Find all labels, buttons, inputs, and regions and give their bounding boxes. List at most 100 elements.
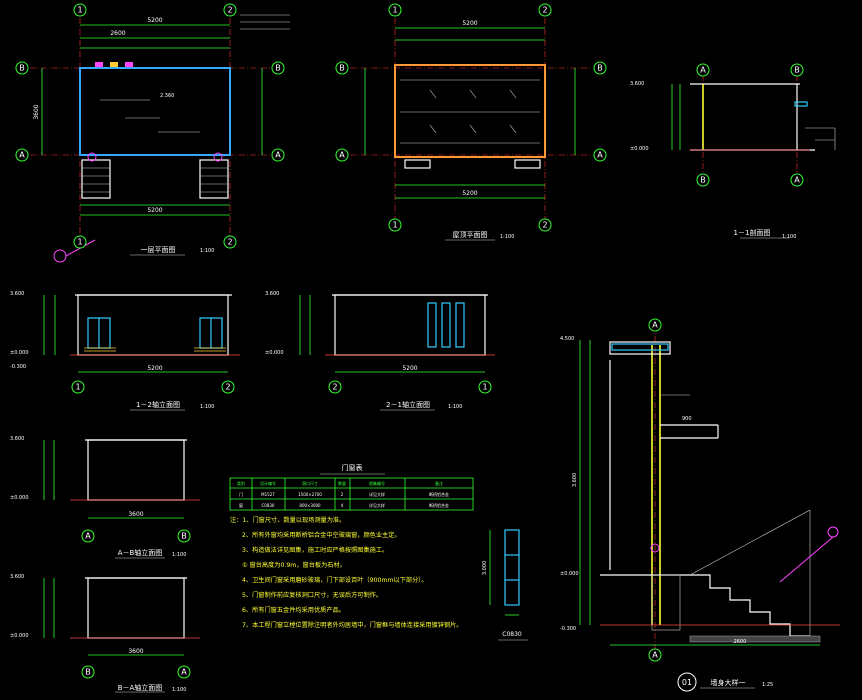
elev21-h-0: ±0.000 [265, 350, 284, 356]
table-r1c4: 详见大样 [369, 502, 385, 508]
table-h0: 类别 [237, 480, 245, 486]
elev21-axis-2: 2 [332, 383, 337, 392]
elev21-h-top: 3.600 [265, 291, 279, 297]
axis-bubble-1-bottom: 1 [77, 238, 82, 247]
detail-axis-bottom: A [652, 651, 658, 660]
roof-dim-bottom: 5200 [462, 190, 477, 197]
elev21-dim: 5200 [402, 365, 417, 372]
plan-dim-bottom: 5200 [147, 207, 162, 214]
section-1-1: 3.600 ±0.000 1－1剖面图 1:100 A B B A [630, 63, 836, 240]
note-7: 7、本工程门窗立樘位置除注明者外均居墙中，门窗框与墙体连接采用镀锌钢片。 [242, 621, 463, 629]
table-r0c2: 1500×2700 [298, 492, 322, 497]
window-c0830-elevation: 3.000 C0830 [482, 529, 528, 641]
roof-axis-1-bottom: 1 [392, 221, 397, 230]
note-2: 3、构造做法详见图集，施工时应严格按照图集施工。 [242, 546, 388, 554]
roof-plan: 5200 5200 屋顶平面图 1:100 1 2 1 2 B A B A [335, 3, 607, 241]
elevation-a-b: 3.600 ±0.000 3600 A－B轴立面图 1:100 A B [10, 436, 200, 559]
roof-axis-1: 1 [392, 6, 397, 15]
roof-dim-top: 5200 [462, 20, 477, 27]
section-1-1-title: 1－1剖面图 [734, 228, 771, 237]
detail-title: 墙身大样一 [711, 678, 746, 687]
general-notes: 注：1、门窗尺寸、数量以现场测量为准。 2、所有外窗均采用断桥铝合金中空玻璃窗，… [230, 516, 463, 629]
elevation-a-b-scale: 1:100 [172, 552, 186, 558]
axis-bubble-1: 1 [77, 6, 82, 15]
note-3: ① 窗台高度为0.9m，窗台板为石材。 [242, 561, 346, 569]
roof-axis-a-right: A [597, 151, 603, 160]
table-r1c2: 800×3000 [299, 503, 321, 508]
section-1-1-scale: 1:100 [782, 234, 796, 240]
wall-detail: 3.600 4.500 ±0.000 -0.300 2600 900 A A 0… [560, 318, 840, 692]
elev12-h-neg: -0.300 [10, 364, 26, 370]
table-h3: 数量 [338, 480, 346, 486]
detail-dim-height: 3.600 [572, 473, 578, 487]
note-4: 4、卫生间门窗采用磨砂玻璃，门下部设百叶（900mm以下部分）。 [242, 576, 428, 584]
elevab-axis-b: B [181, 532, 187, 541]
elevation-2-1-scale: 1:100 [448, 404, 462, 410]
table-r0c1: M1527 [261, 492, 275, 497]
elevab-dim: 3600 [128, 511, 143, 518]
elevation-1-2-scale: 1:100 [200, 404, 214, 410]
table-r0c3: 2 [341, 492, 344, 497]
roof-plan-scale: 1:100 [500, 234, 514, 240]
first-floor-plan: 5200 2600 3600 2.360 [15, 3, 290, 263]
elevation-b-a-scale: 1:100 [172, 687, 186, 693]
plan-dim-overall: 5200 [147, 17, 162, 24]
detail-dim-canopy: 900 [682, 416, 692, 422]
detail-elev-neg: -0.300 [560, 626, 576, 632]
plan-dim-side: 3600 [33, 104, 40, 119]
c0830-dim: 3.000 [482, 561, 488, 575]
door-table-title: 门窗表 [342, 463, 363, 472]
sec11-axis-a-bottom: A [794, 176, 800, 185]
roof-axis-2: 2 [542, 6, 547, 15]
roof-plan-title: 屋顶平面图 [453, 231, 488, 239]
table-h4: 图集编号 [369, 480, 385, 486]
elevation-a-b-title: A－B轴立面图 [118, 548, 163, 557]
sec11-elev-top: 3.600 [630, 81, 644, 87]
elevba-h-top: 3.600 [10, 574, 24, 580]
note-0: 注：1、门窗尺寸、数量以现场测量为准。 [230, 516, 345, 524]
detail-elev-0: ±0.000 [560, 571, 579, 577]
elevba-axis-a: A [181, 668, 187, 677]
axis-bubble-a-right: A [275, 151, 281, 160]
elevab-axis-a: A [85, 532, 91, 541]
roof-axis-2-bottom: 2 [542, 221, 547, 230]
table-h1: 设计编号 [260, 480, 276, 486]
plan-1f-title: 一层平面图 [141, 246, 176, 254]
elevba-h-0: ±0.000 [10, 633, 29, 639]
axis-bubble-2: 2 [227, 6, 232, 15]
roof-axis-a: A [339, 151, 345, 160]
elev21-axis-1: 1 [482, 383, 487, 392]
svg-text:2.360: 2.360 [160, 93, 174, 99]
elevba-axis-b: B [85, 668, 91, 677]
elev12-h-top: 3.600 [10, 291, 24, 297]
detail-elev-top: 4.500 [560, 336, 574, 342]
axis-bubble-2-bottom: 2 [227, 238, 232, 247]
table-r0c5: 断桥铝合金 [429, 491, 449, 497]
sec11-axis-a: A [700, 66, 706, 75]
axis-bubble-a: A [19, 151, 25, 160]
elevation-b-a-title: B－A轴立面图 [118, 683, 163, 692]
door-window-table: 门窗表 类别 设计编号 洞口尺寸 数量 图集编号 备注 门 M1527 1500… [229, 463, 474, 511]
table-r1c5: 断桥铝合金 [429, 502, 449, 508]
table-h5: 备注 [435, 480, 443, 486]
roof-axis-b: B [339, 64, 345, 73]
detail-dim-bottom: 2600 [734, 639, 747, 645]
table-h2: 洞口尺寸 [302, 480, 318, 486]
window-c0830-label: C0830 [502, 631, 522, 638]
note-1: 2、所有外窗均采用断桥铝合金中空玻璃窗，颜色业主定。 [242, 531, 401, 539]
note-5: 5、门窗制作前应复核洞口尺寸，无误后方可制作。 [242, 591, 382, 599]
roof-axis-b-right: B [597, 64, 603, 73]
table-r0c0: 门 [239, 491, 243, 497]
table-r1c0: 窗 [239, 502, 243, 508]
elevab-h-top: 3.600 [10, 436, 24, 442]
sec11-axis-b: B [794, 66, 800, 75]
note-6: 6、所有门窗五金件均采用优质产品。 [242, 606, 345, 614]
axis-bubble-b: B [19, 64, 25, 73]
elevation-b-a: 3.600 ±0.000 3600 B－A轴立面图 1:100 B A [10, 574, 200, 693]
elevation-1-2: 3.600 ±0.000 -0.300 5200 1－2轴立面图 1:100 1… [10, 291, 240, 411]
elev12-dim: 5200 [147, 365, 162, 372]
elev12-axis-1: 1 [75, 383, 80, 392]
sec11-axis-b-bottom: B [700, 176, 706, 185]
table-r1c1: C0830 [262, 503, 275, 508]
